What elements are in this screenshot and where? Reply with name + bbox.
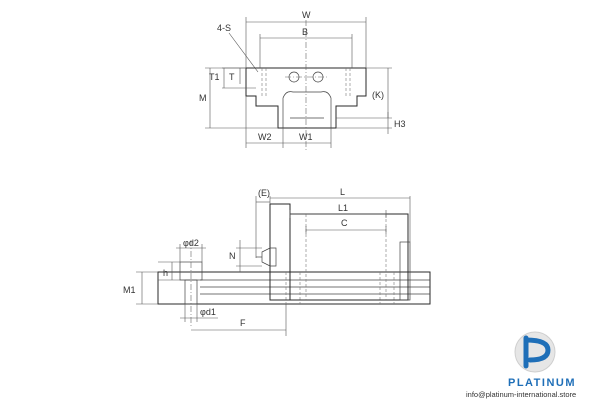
label-E: (E)	[258, 188, 270, 198]
label-C: C	[341, 218, 348, 228]
label-B: B	[302, 27, 308, 37]
label-F: F	[240, 318, 246, 328]
label-L1: L1	[338, 203, 348, 213]
label-L: L	[340, 187, 345, 197]
label-W2: W2	[258, 132, 272, 142]
label-T1: T1	[209, 72, 220, 82]
label-H3: H3	[394, 119, 406, 129]
label-phi-d1: φd1	[200, 307, 216, 317]
grease-nipple	[261, 247, 277, 267]
end-seal	[269, 203, 291, 301]
label-W1: W1	[299, 132, 313, 142]
label-T: T	[229, 72, 235, 82]
label-4-S: 4-S	[217, 23, 231, 33]
side-view: (E) L L1 C N φd2 h M1	[123, 187, 431, 336]
label-M: M	[199, 93, 207, 103]
rail	[157, 271, 431, 305]
platinum-logo-icon	[514, 331, 556, 373]
label-M1: M1	[123, 285, 136, 295]
label-h: h	[163, 268, 168, 278]
label-K: (K)	[372, 90, 384, 100]
label-W: W	[302, 10, 311, 20]
brand-website: info@platinum-international.store	[466, 390, 576, 399]
label-phi-d2: φd2	[183, 238, 199, 248]
label-N: N	[229, 251, 236, 261]
brand-name: PLATINUM	[508, 377, 576, 389]
brand-block: PLATINUM info@platinum-international.sto…	[466, 331, 576, 399]
end-view: W B 4-S T T1 M (K) H3 W2	[199, 10, 406, 150]
rail-profile	[282, 91, 332, 128]
end-cap-right	[399, 241, 411, 301]
